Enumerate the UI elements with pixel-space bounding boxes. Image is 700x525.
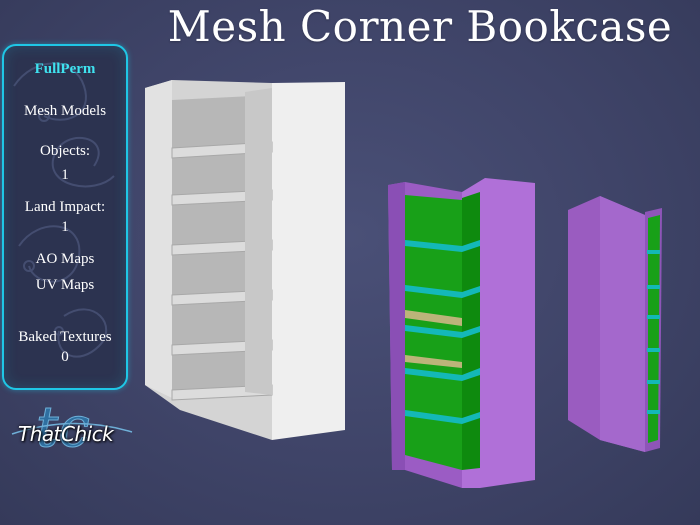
logo-text: ThatChick [18,422,114,446]
land-impact-value: 1 [61,219,69,235]
perm-label: FullPerm [34,61,96,77]
objects-value: 1 [61,167,69,183]
purple-bookcase-image [388,178,535,488]
white-bookcase-image [145,80,345,440]
objects-label: Objects: [40,143,90,159]
baked-textures-label: Baked Textures [18,329,112,345]
mesh-label: Mesh Models [23,103,107,119]
land-impact-label: Land Impact: [24,199,106,215]
info-panel: FullPerm Mesh Models Objects: 1 Land Imp… [2,44,128,390]
purple-bookcase-back-image [568,196,662,452]
ao-maps-label: AO Maps [35,251,95,267]
uv-maps-label: UV Maps [35,277,95,293]
thatchick-logo-icon: tc [11,395,133,461]
baked-textures-value: 0 [61,349,69,365]
swirl-ornament-icon [13,62,115,358]
logo-monogram: tc [36,395,90,460]
page-title: Mesh Corner Bookcase [167,2,673,51]
